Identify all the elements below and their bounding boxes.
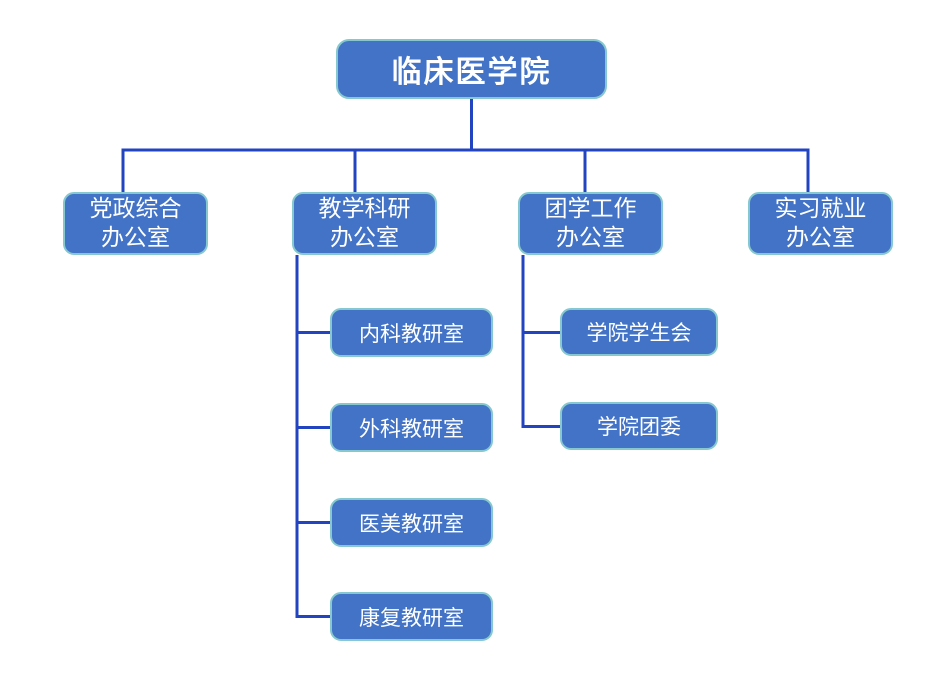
node-youth-league-work-office: 团学工作 办公室 bbox=[518, 192, 663, 255]
node-internal-medicine-teaching-office: 内科教研室 bbox=[330, 308, 493, 357]
node-internship-employment-office: 实习就业 办公室 bbox=[748, 192, 893, 255]
node-surgery-teaching-office: 外科教研室 bbox=[330, 403, 493, 452]
node-college-youth-league-committee: 学院团委 bbox=[560, 402, 718, 450]
connector-spine-teaching bbox=[295, 255, 330, 618]
node-rehabilitation-teaching-office: 康复教研室 bbox=[330, 592, 493, 641]
connector-spine-youth bbox=[521, 255, 560, 428]
node-party-admin-office: 党政综合 办公室 bbox=[63, 192, 208, 255]
node-college-student-union: 学院学生会 bbox=[560, 308, 718, 356]
node-teaching-research-office: 教学科研 办公室 bbox=[292, 192, 437, 255]
node-medical-aesthetics-teaching-office: 医美教研室 bbox=[330, 498, 493, 547]
connector-group bbox=[121, 99, 810, 618]
node-clinical-medical-college: 临床医学院 bbox=[336, 39, 607, 99]
connector-level2-bus bbox=[121, 148, 810, 192]
